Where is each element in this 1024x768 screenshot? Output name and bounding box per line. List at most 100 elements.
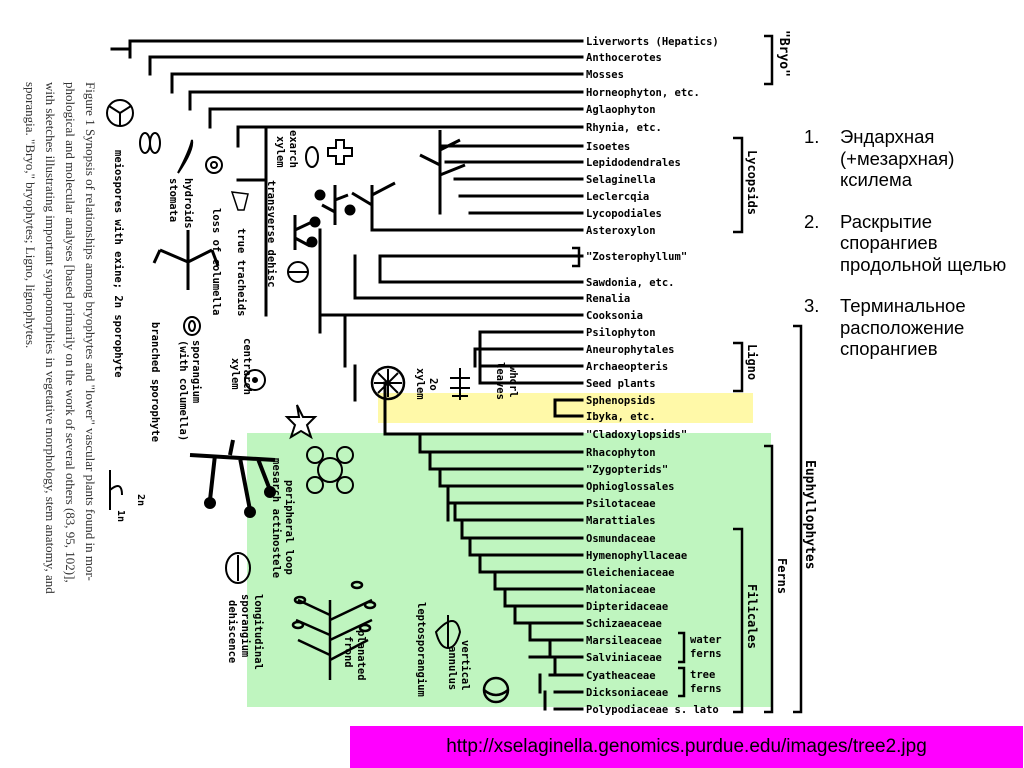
taxon-label: Psilotaceae [586,498,656,510]
character-label: xylem [274,136,286,168]
taxon-label: Seed plants [586,378,656,390]
columella-icon [205,156,223,174]
taxon-label: Renalia [586,293,630,305]
list-item-text: Раскрытие спорангиев продольной щелью [840,210,1007,275]
character-label: peripheral loop [283,480,295,575]
ferns-label: Ferns [775,558,789,594]
taxon-label: Ibyka, etc. [586,411,656,423]
character-label: stomata [167,178,179,222]
list-item-number: 1. [804,126,820,147]
list-item-number: 3. [804,295,820,316]
ligno-bracket [733,341,744,393]
taxon-label: Ophioglossales [586,481,675,493]
character-label: hydroids [182,178,194,229]
character-label: meiospores with exine; 2n sporophyte [112,150,124,378]
branched-sporophyte-icon [152,230,220,290]
sporangium-columella-icon [183,316,201,336]
character-label: annulus [446,646,458,690]
water-ferns-bracket [678,631,686,664]
taxon-label: "Cladoxylopsids" [586,429,687,441]
list-item-text: Эндархная (+мезархная) ксилема [840,126,955,190]
taxon-label: Selaginella [586,174,656,186]
taxon-label: Schizaeaceae [586,618,662,630]
vertical-annulus-icon [482,676,510,704]
taxon-label: "Zygopterids" [586,464,668,476]
taxon-label: Marattiales [586,515,656,527]
taxon-label: Sawdonia, etc. [586,277,675,289]
taxon-label: Asteroxylon [586,225,656,237]
lycopsid-bracket [733,136,744,234]
list-item: 2.Раскрытие спорангиев продольной щелью [804,211,1019,276]
taxon-label: Gleicheniaceae [586,567,675,579]
hydroid-icon [139,132,161,154]
stoma-icon [177,139,194,174]
source-url[interactable]: http://xselaginella.genomics.purdue.edu/… [350,726,1023,768]
taxon-label: Liverworts (Hepatics) [586,36,719,48]
taxon-label: Mosses [586,69,624,81]
centrarch-icon [244,369,266,391]
ploidy-life-cycle-icon [109,470,123,510]
taxon-label: Salviniaceae [586,652,662,664]
synapomorphy-list: 1. Эндархная (+мезархная) ксилема 2.Раскр… [804,126,1019,380]
taxon-label: Cyatheaceae [586,670,656,682]
ferns-bracket [764,444,774,714]
taxon-label: Polypodiaceae s. lato [586,704,719,716]
zosterophyll-icon [293,215,321,250]
asteroxylon-icon [314,185,356,225]
character-label: xylem [229,358,241,390]
zosterophyllum-bracket [572,246,581,268]
list-item-text: Терминальное расположение спорангиев [840,295,966,359]
stele-cross-section-icon [370,365,406,401]
actinostele-icon [284,404,318,440]
taxon-label: Osmundaceae [586,533,656,545]
taxon-label: Psilophyton [586,327,656,339]
character-label: leptosporangium [415,602,427,697]
planated-frond-icon [291,580,377,680]
euphyllophyte-highlight [247,433,771,707]
taxon-label: Dipteridaceae [586,601,668,613]
cladogram-branches [110,39,584,711]
taxon-label: Isoetes [586,141,630,153]
euphyllophyte-bracket [793,324,803,714]
taxon-label: Rhacophyton [586,447,656,459]
euphyllophytes-label: Euphyllophytes [802,460,817,570]
taxon-label: Archaeopteris [586,361,668,373]
taxon-label: Marsileaceae [586,635,662,647]
taxon-label: Sphenopsids [586,395,656,407]
filicales-bracket [733,527,744,714]
character-label: centrarch [241,338,253,395]
tree-ferns-label: ferns [690,683,722,695]
leptosporangium-icon [434,615,462,650]
character-label: transverse dehisc [265,180,277,287]
character-label: (with columella) [177,340,189,441]
list-item: 3. Терминальное расположение спорангиев [804,295,1019,360]
taxon-label: Lepidodendrales [586,157,681,169]
tree-ferns-bracket [678,666,686,698]
whorled-leaves-icon [450,368,470,400]
caption-line: Figure 1 Synopsis of relationships among… [83,82,98,581]
taxon-label: Horneophyton, etc. [586,87,700,99]
character-label: exarch [287,130,299,168]
character-label: branched sporophyte [149,322,161,442]
taxon-labels: Liverworts (Hepatics)AnthocerotesMossesH… [586,36,719,716]
tracheid-icon [230,191,249,211]
character-label: whorl [507,366,519,398]
sphenopsid-highlight [378,393,753,423]
character-label: planated [355,630,367,681]
character-label: mesarch actinostele [270,458,282,578]
peripheral-loop-icon [306,446,354,494]
character-label: true tracheids [235,228,247,317]
character-label: xylem [414,368,426,400]
ligno-label: Ligno [745,344,759,380]
figure-caption: Figure 1 Synopsis of relationships among… [23,82,98,594]
caption-line: with sketches illustrating important syn… [43,82,58,594]
filicales-label: Filicales [745,584,759,649]
character-label: sporangium [190,340,202,403]
longitudinal-dehiscence-icon [225,552,251,584]
lycopsids-label: Lycopsids [745,150,759,215]
taxon-label: Lycopodiales [586,208,662,220]
taxon-label: "Zosterophyllum" [586,251,687,263]
taxon-label: Cooksonia [586,310,643,322]
water-ferns-label: water [690,634,722,646]
sporangium-dehisc-icon [287,261,309,283]
